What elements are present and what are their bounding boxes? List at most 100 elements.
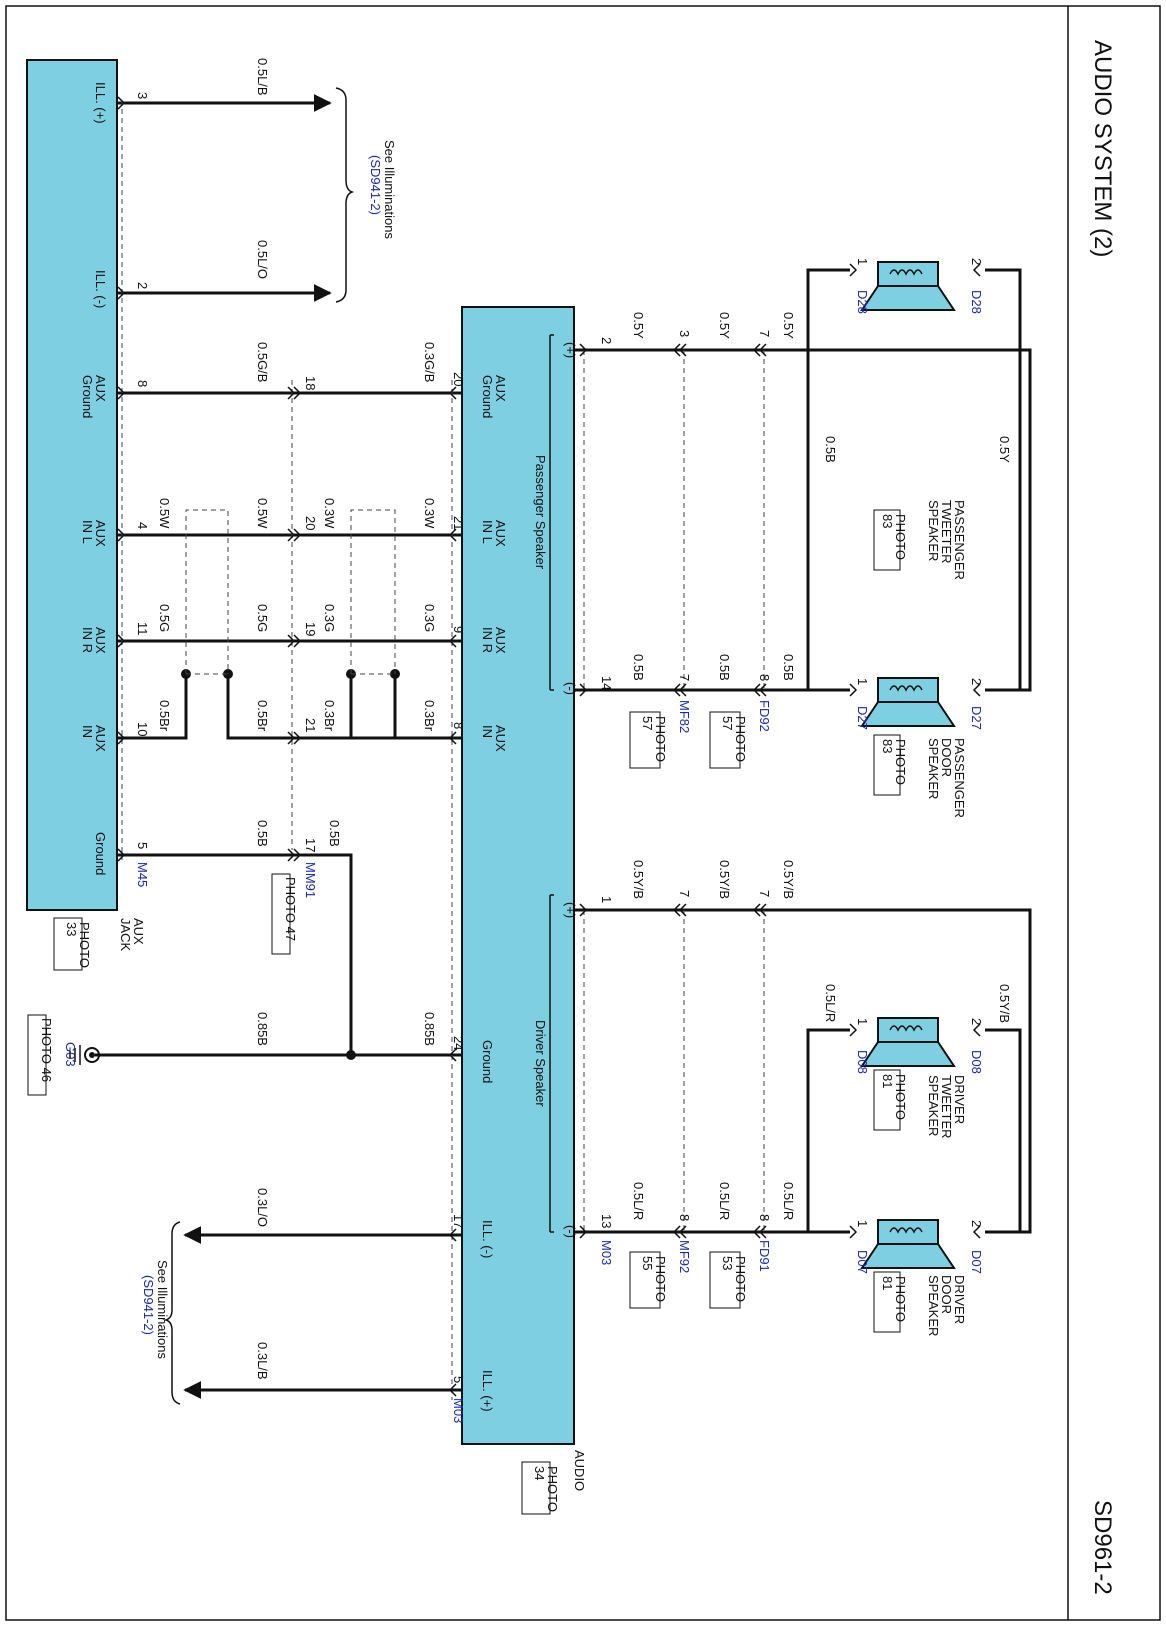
- svg-text:AUDIO: AUDIO: [572, 1450, 587, 1491]
- svg-text:0.5Br: 0.5Br: [255, 700, 270, 732]
- svg-text:IN R: IN R: [480, 627, 495, 653]
- svg-text:81: 81: [880, 1276, 895, 1290]
- svg-text:21: 21: [451, 516, 466, 530]
- fd92-photo: PHOTO 57: [720, 716, 748, 762]
- passenger-tweeter-speaker-icon: [860, 261, 956, 311]
- svg-text:(-): (-): [563, 1225, 578, 1238]
- svg-text:0.5B: 0.5B: [717, 654, 732, 681]
- svg-text:0.5L/R: 0.5L/R: [781, 1182, 796, 1220]
- svg-text:0.5L/B: 0.5L/B: [255, 58, 270, 96]
- speaker-connector-labels: D28 D28 D27 D27 D08 D08 D07 D07: [855, 290, 984, 1274]
- svg-text:TWEETER: TWEETER: [939, 500, 954, 564]
- page-frame: [5, 5, 1161, 1621]
- svg-text:D27: D27: [969, 706, 984, 730]
- svg-text:0.5W: 0.5W: [255, 498, 270, 529]
- svg-text:7: 7: [757, 890, 772, 897]
- pin-numbers-mm91: 18 20 19 21 17: [303, 376, 318, 852]
- aux-signal-wires: [95, 100, 462, 1400]
- svg-text:(+): (+): [563, 342, 578, 358]
- svg-text:11: 11: [135, 622, 150, 636]
- speaker-pin-numbers: 1 2 1 2 1 2 1 2: [855, 258, 984, 1227]
- diagram-title: AUDIO SYSTEM (2): [1089, 40, 1116, 257]
- svg-text:D07: D07: [855, 1250, 870, 1274]
- svg-text:3: 3: [135, 92, 150, 99]
- dd-photo-box: [873, 1271, 901, 1333]
- svg-text:55: 55: [640, 1256, 655, 1270]
- wire-labels: 0.5L/B 0.5L/O 0.5G/B 0.3G/B 0.5W 0.5W 0.…: [157, 58, 1012, 1380]
- audio-photo: PHOTO 34: [532, 1466, 560, 1512]
- svg-text:0.5G: 0.5G: [255, 604, 270, 632]
- svg-text:7: 7: [677, 890, 692, 897]
- driver-tweeter-label: DRIVER TWEETER SPEAKER: [926, 1075, 967, 1139]
- svg-text:83: 83: [880, 514, 895, 528]
- svg-text:D08: D08: [855, 1050, 870, 1074]
- speaker-group-brackets: [549, 334, 554, 1233]
- svg-text:D28: D28: [969, 290, 984, 314]
- passenger-door-label: PASSENGER DOOR SPEAKER: [926, 738, 967, 818]
- svg-text:0.3W: 0.3W: [322, 498, 337, 529]
- svg-text:0.5B: 0.5B: [823, 436, 838, 463]
- svg-text:(-): (-): [563, 682, 578, 695]
- svg-text:Passenger Speaker: Passenger Speaker: [533, 455, 548, 570]
- svg-text:IN: IN: [80, 725, 95, 738]
- svg-text:0.3Br: 0.3Br: [322, 700, 337, 732]
- ground-g03-icon: [69, 1045, 100, 1065]
- svg-text:PHOTO: PHOTO: [893, 1074, 908, 1120]
- pt-photo-box: [873, 509, 901, 571]
- dt-photo: PHOTO 81: [880, 1074, 908, 1120]
- svg-text:0.3G/B: 0.3G/B: [422, 342, 437, 382]
- svg-text:Ground: Ground: [480, 1040, 495, 1083]
- pt-photo: PHOTO 83: [880, 514, 908, 560]
- mm91-photo-box: [271, 873, 291, 955]
- svg-text:20: 20: [303, 516, 318, 530]
- see-illuminations-bottom: See Illuminations (SD941-2): [141, 1260, 170, 1359]
- svg-text:PHOTO: PHOTO: [545, 1466, 560, 1512]
- svg-text:8: 8: [451, 722, 466, 729]
- svg-text:ILL. (-): ILL. (-): [93, 270, 108, 308]
- svg-text:4: 4: [135, 522, 150, 529]
- svg-text:FD91: FD91: [757, 1240, 772, 1272]
- mf92-photo: PHOTO 55: [640, 1256, 668, 1302]
- fd91-photo: PHOTO 53: [720, 1256, 748, 1302]
- svg-text:AUX: AUX: [93, 375, 108, 402]
- svg-text:(SD941-2): (SD941-2): [141, 1275, 156, 1335]
- svg-text:AUX: AUX: [93, 725, 108, 752]
- svg-text:M03: M03: [451, 1398, 466, 1423]
- svg-text:D07: D07: [969, 1250, 984, 1274]
- svg-text:7: 7: [677, 674, 692, 681]
- svg-text:2: 2: [969, 678, 984, 685]
- svg-text:AUX: AUX: [131, 918, 146, 945]
- aux-jack-label: AUX JACK: [118, 918, 146, 952]
- svg-text:M03: M03: [599, 1240, 614, 1265]
- svg-text:0.3G: 0.3G: [422, 604, 437, 632]
- svg-text:8: 8: [135, 380, 150, 387]
- svg-text:DOOR: DOOR: [939, 1275, 954, 1314]
- svg-text:14: 14: [599, 676, 614, 690]
- svg-text:FD92: FD92: [757, 700, 772, 732]
- svg-text:D08: D08: [969, 1050, 984, 1074]
- svg-text:0.5B: 0.5B: [781, 654, 796, 681]
- connector-chevrons: [117, 96, 981, 1397]
- svg-text:Driver Speaker: Driver Speaker: [533, 1020, 548, 1107]
- svg-text:0.85B: 0.85B: [255, 1012, 270, 1046]
- svg-text:IN: IN: [480, 725, 495, 738]
- svg-text:0.5B: 0.5B: [631, 654, 646, 681]
- driver-door-speaker-icon: [860, 1219, 956, 1269]
- svg-text:SPEAKER: SPEAKER: [926, 1075, 941, 1136]
- g03-photo: PHOTO 46: [39, 1018, 54, 1082]
- svg-text:8: 8: [757, 1214, 772, 1221]
- g03-label: G03: [63, 1042, 78, 1067]
- mf82-photo-box: [629, 711, 661, 769]
- svg-text:PASSENGER: PASSENGER: [952, 500, 967, 580]
- fd92-photo-box: [709, 711, 741, 769]
- svg-text:IN R: IN R: [80, 627, 95, 653]
- fd91-photo-box: [709, 1251, 741, 1309]
- svg-text:13: 13: [599, 1214, 614, 1228]
- svg-text:7: 7: [757, 330, 772, 337]
- svg-text:PASSENGER: PASSENGER: [952, 738, 967, 818]
- svg-text:Ground: Ground: [80, 375, 95, 418]
- svg-text:0.5B: 0.5B: [327, 820, 342, 847]
- svg-text:M45: M45: [135, 862, 150, 887]
- svg-text:AUX: AUX: [493, 627, 508, 654]
